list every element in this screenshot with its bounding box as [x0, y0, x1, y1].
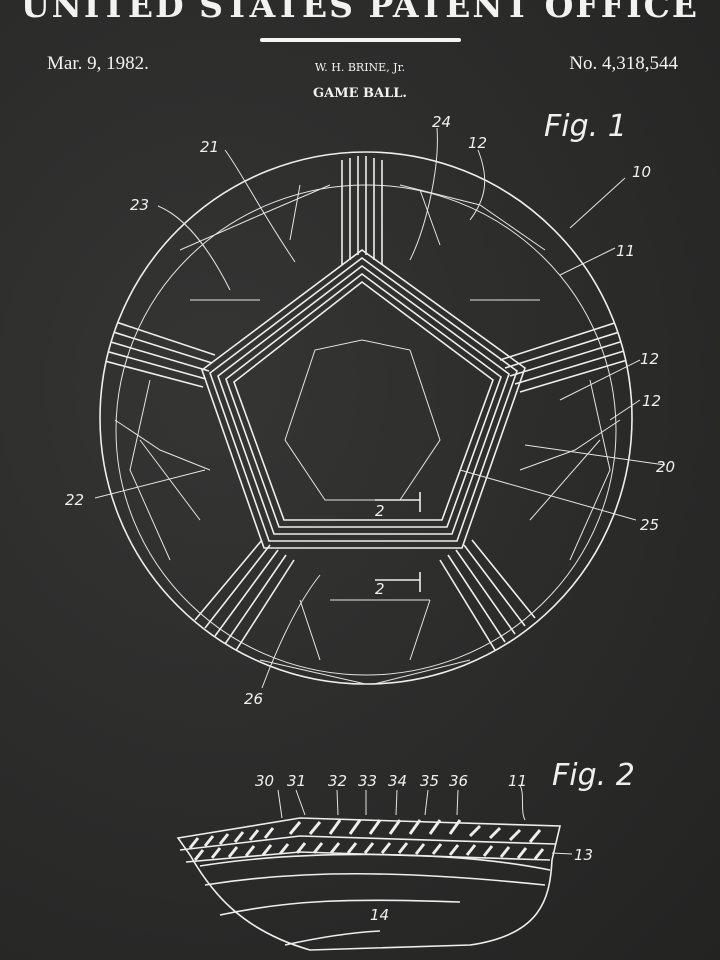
band-right	[499, 317, 632, 393]
section-marker-2: 2	[375, 502, 385, 520]
figure-1-ball: 21 24 12 10 11 23 12 12 20 25 22 2 2 26 …	[65, 109, 675, 708]
callout-35: 35	[420, 772, 439, 790]
callout-34: 34	[388, 772, 407, 790]
callout-22: 22	[65, 491, 84, 509]
figure-1-label: Fig. 1	[544, 109, 627, 144]
callout-30: 30	[255, 772, 274, 790]
callout-12c: 12	[642, 392, 661, 410]
callout-36: 36	[449, 772, 468, 790]
callout-21: 21	[200, 138, 219, 156]
patent-subject: GAME BALL.	[313, 86, 407, 101]
patent-date: Mar. 9, 1982.	[47, 53, 149, 74]
callout-24: 24	[432, 113, 451, 131]
patent-number: No. 4,318,544	[569, 53, 678, 74]
callout-10: 10	[632, 163, 651, 181]
callout-31: 31	[287, 772, 306, 790]
inventor-name: W. H. BRINE, Jr.	[314, 61, 406, 74]
callout-20: 20	[656, 458, 675, 476]
callout-11-fig2: 11	[508, 772, 527, 790]
callout-13: 13	[574, 846, 593, 864]
callout-25: 25	[640, 516, 659, 534]
band-top	[341, 156, 383, 265]
callout-32: 32	[328, 772, 347, 790]
figure-2-cross-section: 30 31 32 33 34 35 36 11 13 14 Fig. 2	[176, 758, 635, 951]
band-lower-left	[194, 539, 295, 653]
figure-2-label: Fig. 2	[552, 758, 635, 793]
callout-26: 26	[244, 690, 263, 708]
page-title: UNITED STATES PATENT OFFICE	[20, 0, 700, 25]
title-divider	[260, 38, 461, 42]
band-left	[100, 319, 216, 388]
callout-14: 14	[370, 906, 389, 924]
callout-23: 23	[130, 196, 149, 214]
band-lower-right	[439, 539, 536, 651]
section-marker-2b: 2	[375, 580, 385, 598]
callout-11: 11	[616, 242, 635, 260]
callout-33: 33	[358, 772, 377, 790]
callout-12: 12	[468, 134, 487, 152]
callout-12b: 12	[640, 350, 659, 368]
